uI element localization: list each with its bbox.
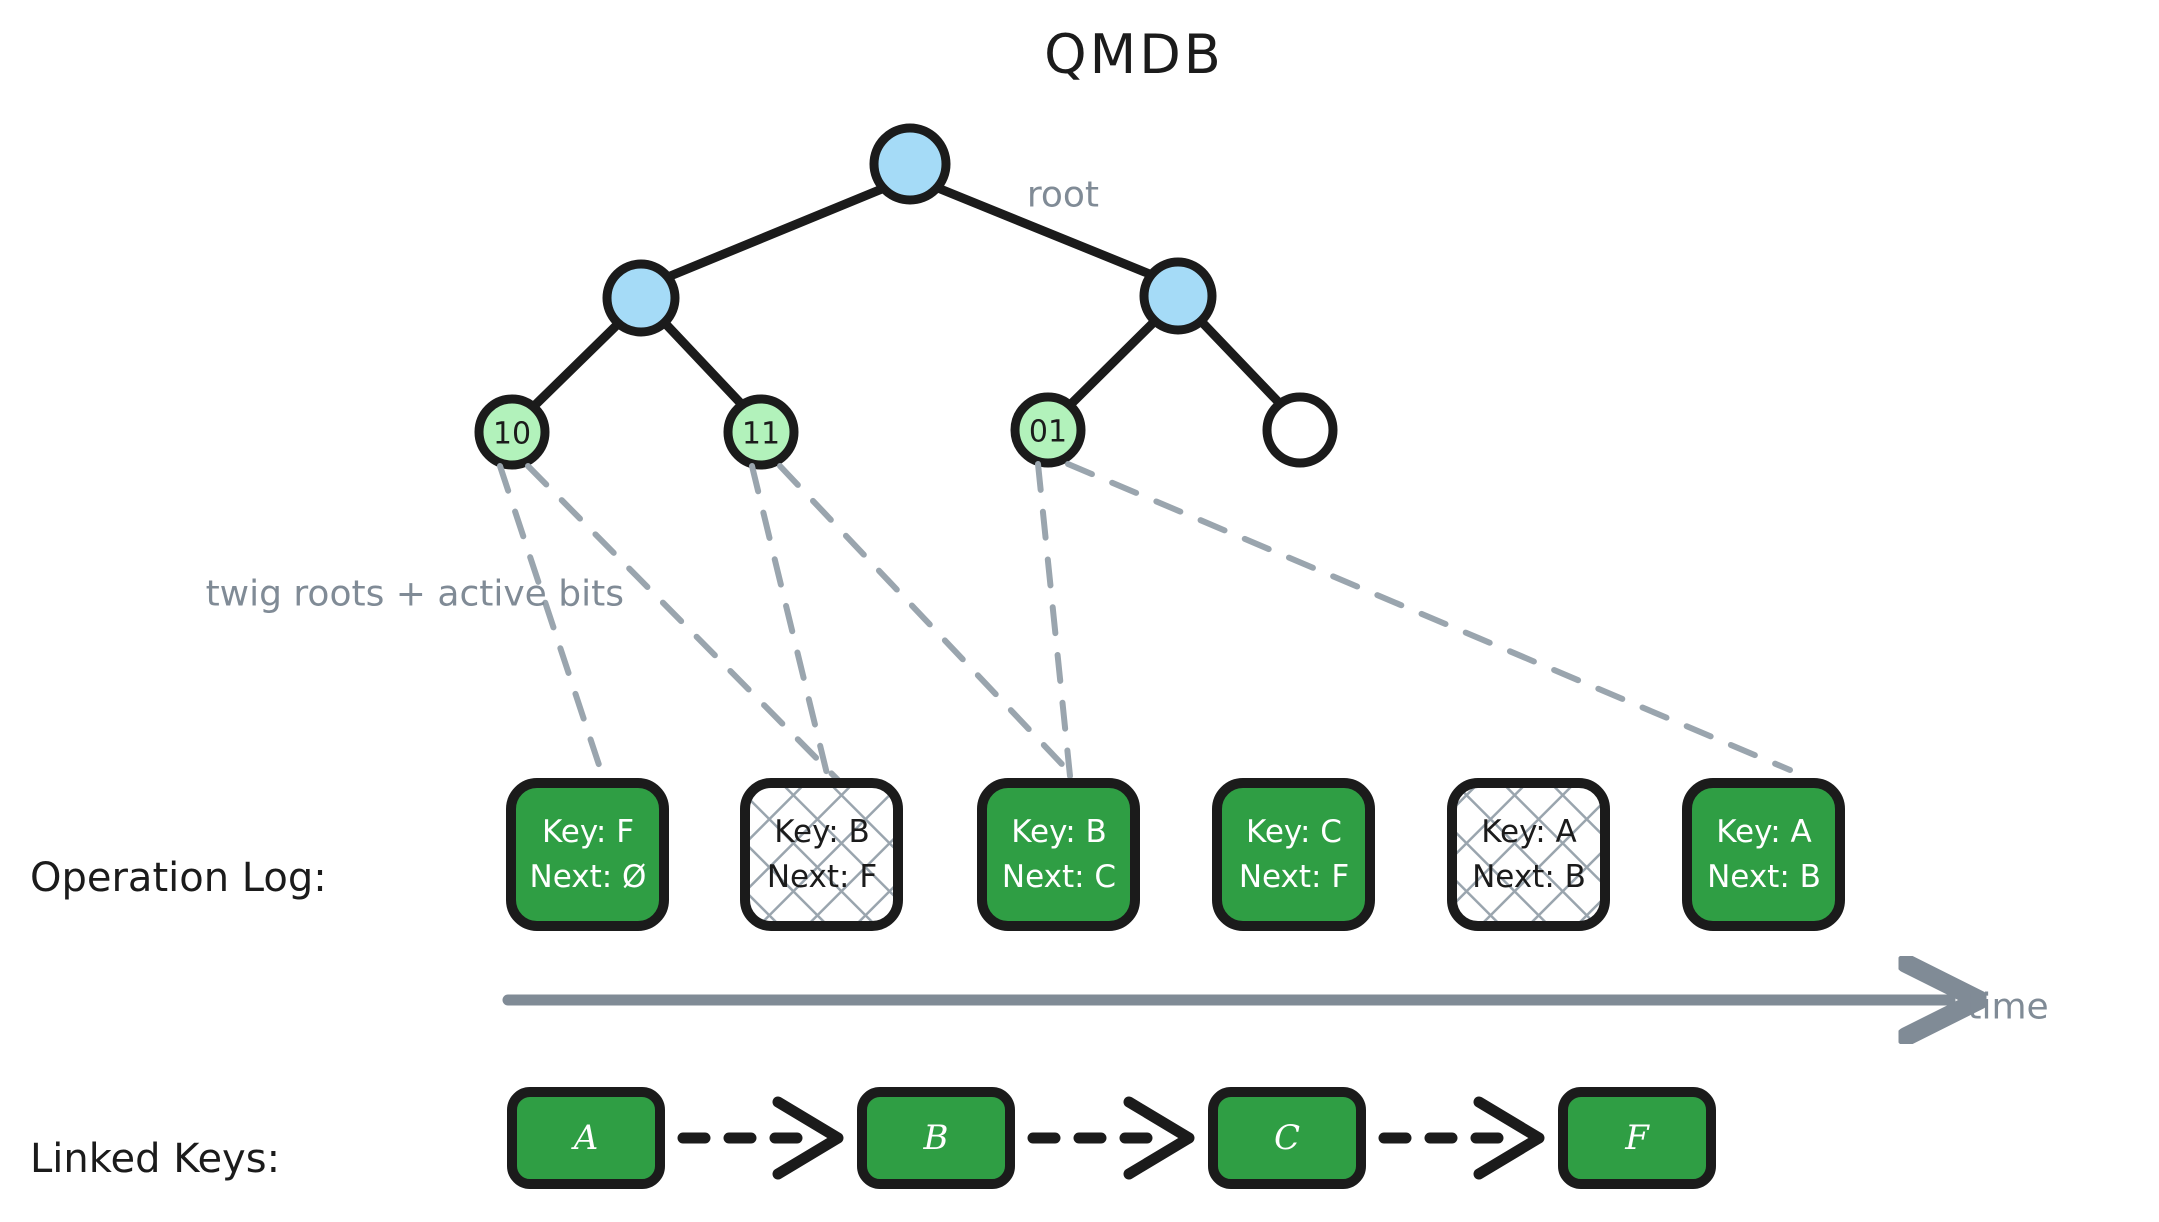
tree-edges	[523, 181, 1291, 417]
twig-node-01[interactable]	[1010, 392, 1086, 468]
twig-node-10-label: 10	[492, 416, 532, 452]
twig-node-empty[interactable]	[1262, 392, 1338, 468]
oplog-box-0[interactable]	[506, 778, 669, 931]
linked-key-arrows	[677, 1096, 1545, 1180]
twig-node-11-label: 11	[741, 416, 781, 452]
twig-roots-label: twig roots + active bits	[205, 573, 624, 615]
linked-box-F-label: F	[1625, 1118, 1649, 1158]
linked-box-A-label: A	[573, 1118, 599, 1158]
tree-node-internal-right[interactable]	[1139, 257, 1217, 335]
twig-node-10[interactable]	[474, 394, 550, 470]
oplog-box-5[interactable]	[1682, 778, 1845, 931]
linked-arrow-b-c	[1027, 1096, 1195, 1180]
linked-box-A[interactable]	[507, 1087, 665, 1189]
twig-to-oplog-connectors	[497, 461, 1793, 783]
tree-node-internal-left[interactable]	[602, 259, 680, 337]
twig-node-01-label: 01	[1028, 414, 1068, 450]
linked-box-F[interactable]	[1558, 1087, 1716, 1189]
linked-keys-label: Linked Keys:	[30, 1136, 281, 1182]
linked-arrow-c-f	[1378, 1096, 1545, 1180]
page-title: QMDB	[1044, 23, 1224, 86]
oplog-box-4[interactable]	[1447, 778, 1610, 931]
root-label: root	[1026, 174, 1099, 216]
linked-box-B[interactable]	[857, 1087, 1015, 1189]
twig-node-11[interactable]	[723, 394, 799, 470]
tree-node-root[interactable]	[869, 123, 951, 205]
oplog-box-2[interactable]	[977, 778, 1140, 931]
linked-box-B-label: B	[923, 1118, 949, 1158]
oplog-box-1[interactable]	[740, 778, 903, 931]
oplog-box-3[interactable]	[1212, 778, 1375, 931]
linked-arrow-a-b	[677, 1096, 844, 1180]
linked-box-C-label: C	[1273, 1118, 1301, 1158]
linked-box-C[interactable]	[1208, 1087, 1366, 1189]
operation-log-label: Operation Log:	[30, 855, 327, 901]
time-axis-label: time	[1967, 986, 2049, 1028]
